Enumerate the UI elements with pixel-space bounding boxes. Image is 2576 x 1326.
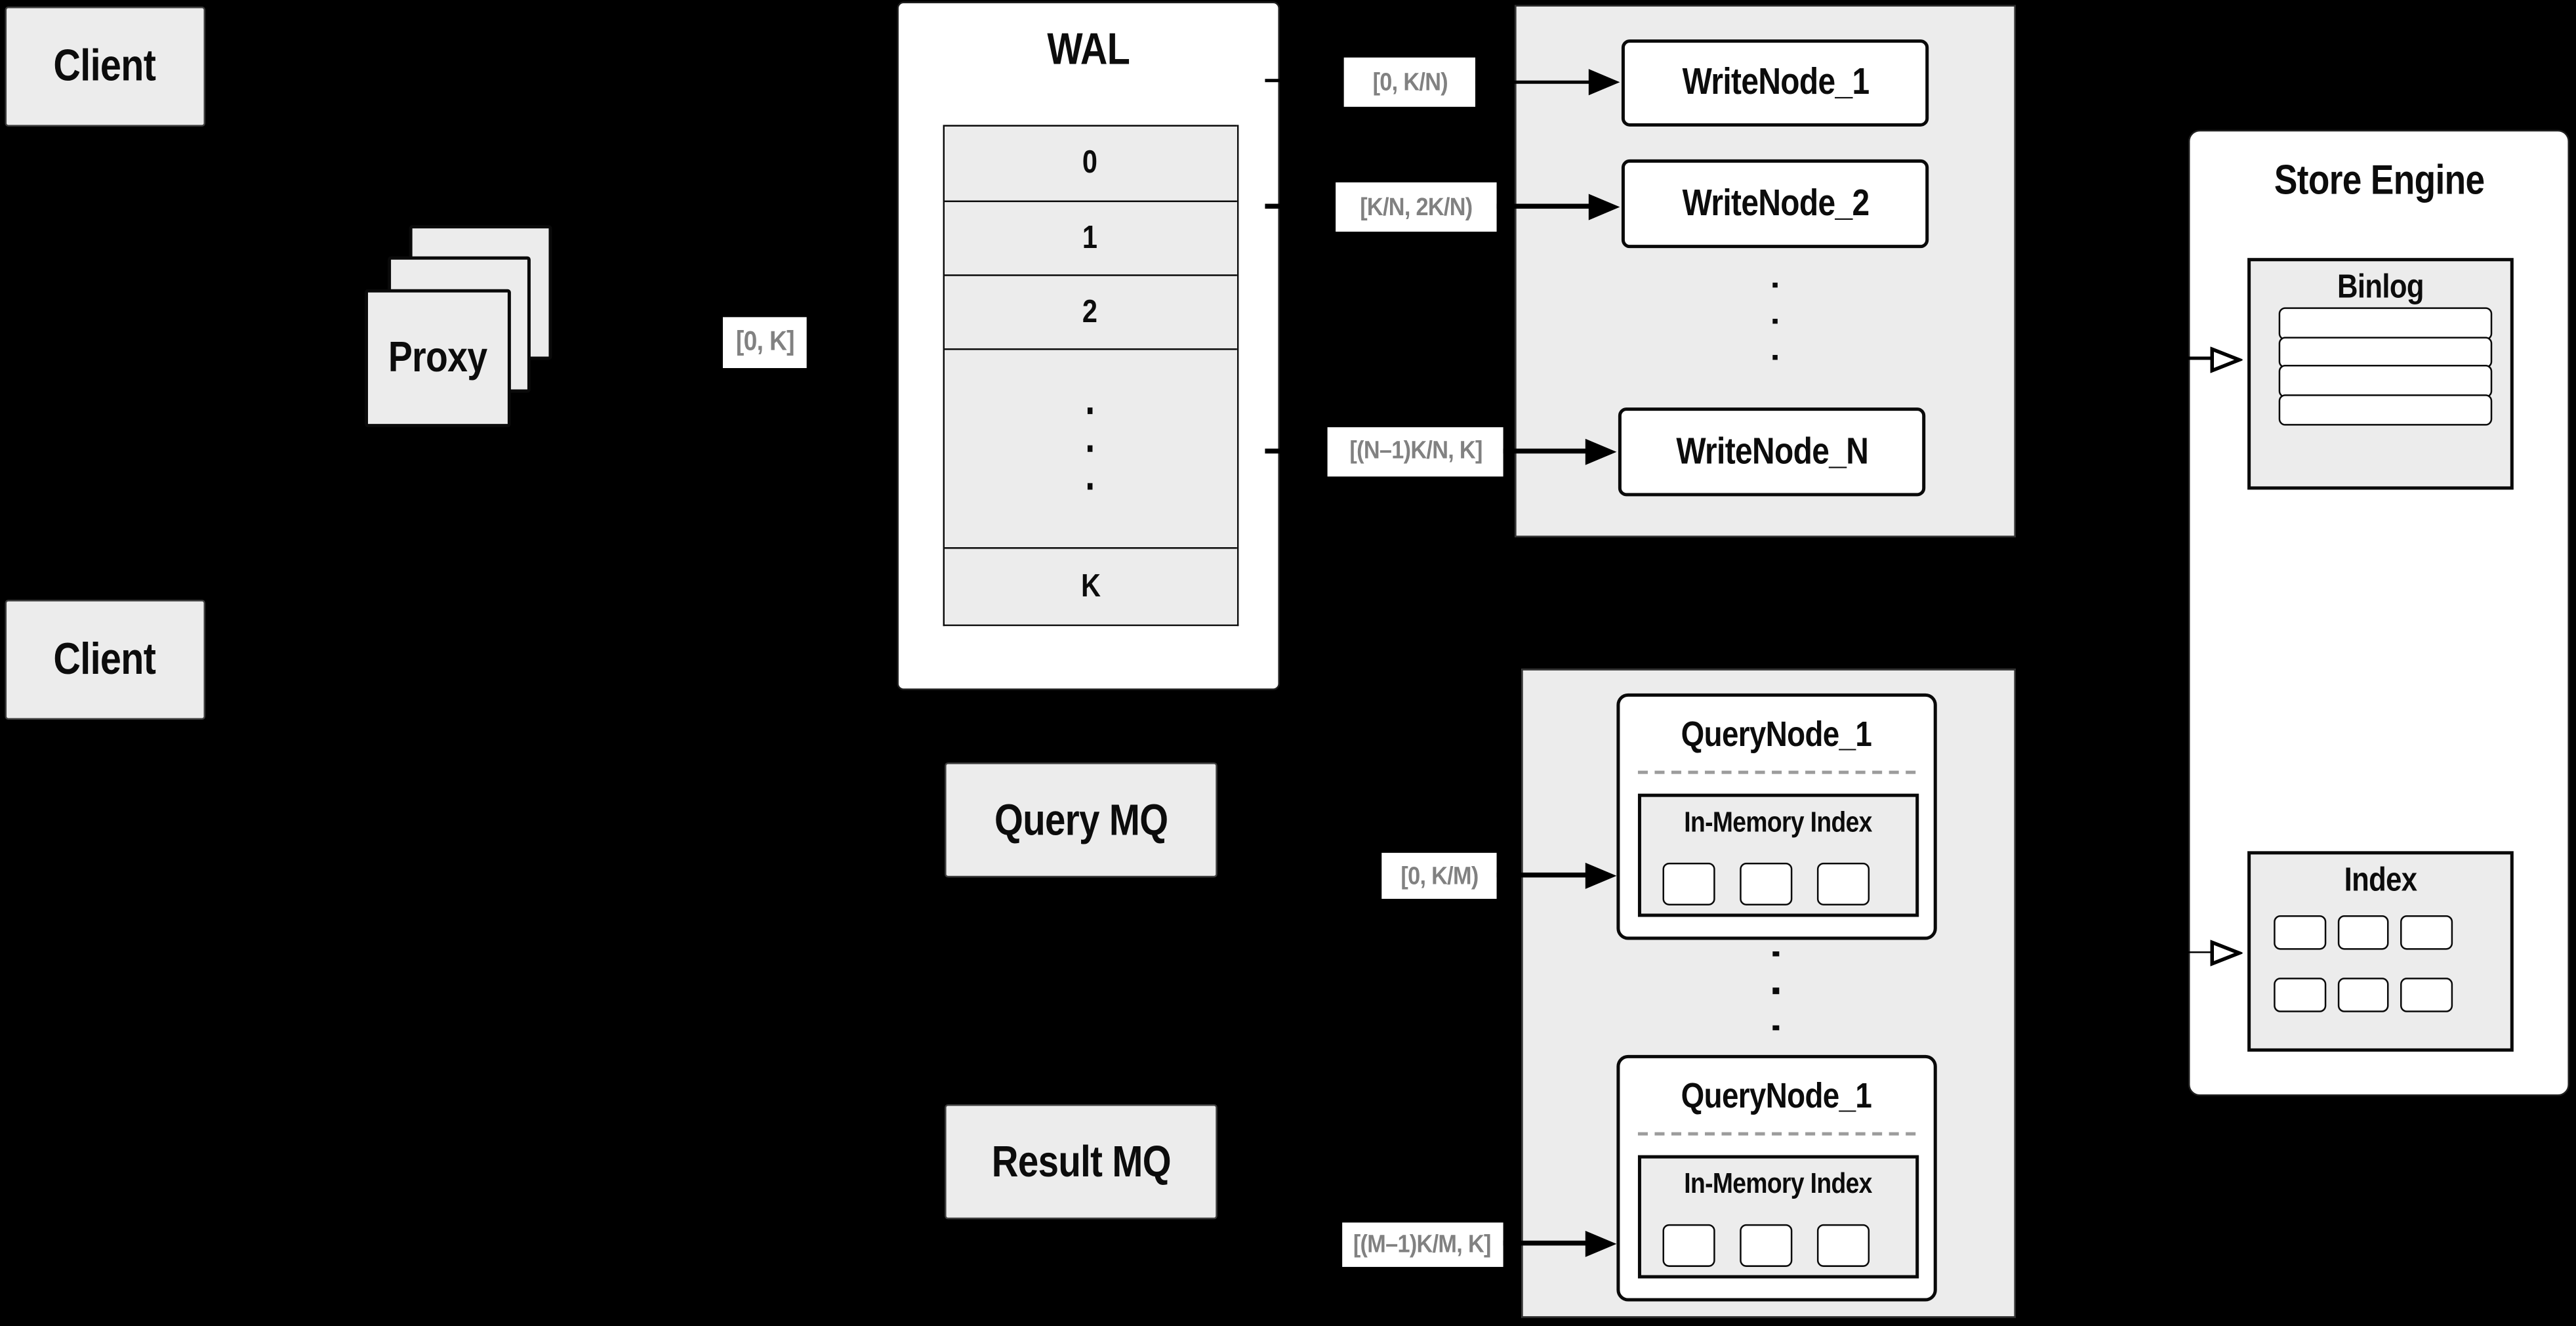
index-box: Index bbox=[2247, 851, 2514, 1052]
range-label-query-1-text: [0, K/M) bbox=[1400, 861, 1479, 890]
arrow-right-icon bbox=[1588, 69, 1620, 96]
query-node-2-label: QueryNode_1 bbox=[1681, 1076, 1872, 1116]
client-bottom-label: Client bbox=[54, 634, 157, 684]
binlog-title-wrap: Binlog bbox=[2251, 268, 2510, 307]
segment-cell bbox=[1662, 861, 1715, 905]
range-label-write-1-text: [0, K/N) bbox=[1372, 68, 1448, 96]
segment-cell bbox=[1740, 1223, 1793, 1266]
store-engine-title-wrap: Store Engine bbox=[2190, 157, 2567, 205]
index-cell bbox=[2337, 976, 2389, 1012]
proxy-node: Proxy bbox=[364, 288, 510, 426]
write-node-2-label: WriteNode_2 bbox=[1681, 182, 1870, 223]
range-label-write-2: [K/N, 2K/N) bbox=[1336, 182, 1497, 232]
query-node-2-title-wrap: QueryNode_1 bbox=[1620, 1076, 1933, 1117]
wal-out-line-1 bbox=[1265, 79, 1344, 83]
wal-segment-row: 1 bbox=[943, 200, 1237, 275]
range-label-write-n: [(N–1)K/N, K] bbox=[1327, 426, 1503, 476]
arrow-line bbox=[1503, 1241, 1587, 1245]
binlog-row bbox=[2278, 307, 2492, 340]
write-node-2: WriteNode_2 bbox=[1621, 159, 1929, 247]
index-cell bbox=[2400, 915, 2452, 950]
binlog-row bbox=[2278, 393, 2492, 426]
divider bbox=[1637, 770, 1916, 774]
wal-segment-row: K bbox=[943, 547, 1237, 625]
range-label-proxy-wal: [0, K] bbox=[722, 316, 807, 368]
binlog-row bbox=[2278, 364, 2492, 397]
index-cell bbox=[2274, 976, 2326, 1012]
arrow-open-right-icon bbox=[2210, 939, 2243, 966]
client-node-bottom: Client bbox=[5, 598, 206, 720]
range-label-query-2-text: [(M–1)K/M, K] bbox=[1353, 1230, 1492, 1259]
wal-segment-row: 0 bbox=[943, 125, 1237, 201]
range-label-write-n-text: [(N–1)K/N, K] bbox=[1349, 437, 1482, 465]
wal-segment-table: 0 1 2 K bbox=[942, 125, 1239, 627]
index-cell bbox=[2400, 976, 2452, 1012]
segment-cell bbox=[1816, 1223, 1870, 1266]
write-node-n: WriteNode_N bbox=[1618, 407, 1926, 496]
wal-title: WAL bbox=[1046, 24, 1130, 74]
segment-cell bbox=[1662, 1223, 1715, 1266]
range-label-query-1: [0, K/M) bbox=[1381, 852, 1497, 899]
in-memory-index-title-wrap: In-Memory Index bbox=[1641, 1166, 1915, 1201]
query-node-1-title-wrap: QueryNode_1 bbox=[1620, 715, 1933, 756]
in-memory-index-title: In-Memory Index bbox=[1684, 1165, 1873, 1199]
query-mq-label: Query MQ bbox=[994, 794, 1168, 844]
binlog-row bbox=[2278, 336, 2492, 368]
wal-segment-2: 2 bbox=[1083, 293, 1098, 330]
in-memory-index-title: In-Memory Index bbox=[1684, 804, 1873, 838]
store-engine-panel: Store Engine Binlog Index bbox=[2188, 129, 2569, 1096]
proxy-label: Proxy bbox=[388, 331, 487, 382]
arrow-line bbox=[1496, 873, 1587, 877]
arrow-right-icon bbox=[1585, 438, 1617, 465]
range-label-query-2: [(M–1)K/M, K] bbox=[1342, 1222, 1503, 1267]
arrow-right-icon bbox=[1585, 1230, 1617, 1256]
in-memory-index-box: In-Memory Index bbox=[1637, 793, 1919, 917]
range-label-proxy-wal-text: [0, K] bbox=[735, 326, 794, 356]
client-node-top: Client bbox=[5, 5, 206, 126]
query-node-2: QueryNode_1 In-Memory Index bbox=[1616, 1054, 1937, 1302]
arrow-line bbox=[2132, 356, 2212, 360]
arrow-line bbox=[1475, 81, 1591, 85]
wal-out-line-2 bbox=[1265, 204, 1344, 209]
divider bbox=[1637, 1132, 1916, 1136]
write-node-1: WriteNode_1 bbox=[1621, 38, 1929, 127]
segment-cell bbox=[1740, 861, 1793, 905]
arrow-line bbox=[1503, 449, 1587, 453]
range-label-write-1: [0, K/N) bbox=[1343, 57, 1476, 107]
binlog-title: Binlog bbox=[2337, 268, 2424, 306]
segment-cell bbox=[1816, 861, 1870, 905]
wal-segment-1: 1 bbox=[1083, 219, 1098, 256]
query-node-1-label: QueryNode_1 bbox=[1681, 715, 1872, 755]
arrow-line bbox=[1496, 204, 1591, 209]
result-mq-label: Result MQ bbox=[991, 1136, 1171, 1186]
index-title: Index bbox=[2344, 861, 2417, 899]
arrow-open-right-icon bbox=[2210, 346, 2243, 373]
wal-segment-row: 2 bbox=[943, 274, 1237, 348]
store-engine-title: Store Engine bbox=[2274, 157, 2484, 204]
wal-title-wrap: WAL bbox=[899, 25, 1277, 76]
client-top-label: Client bbox=[54, 40, 157, 90]
write-node-1-label: WriteNode_1 bbox=[1681, 61, 1870, 102]
write-node-n-label: WriteNode_N bbox=[1675, 430, 1868, 472]
binlog-box: Binlog bbox=[2247, 258, 2514, 490]
result-mq-node: Result MQ bbox=[945, 1104, 1217, 1220]
wal-out-line-3 bbox=[1265, 449, 1341, 453]
wal-ellipsis-row bbox=[943, 348, 1237, 547]
query-mq-node: Query MQ bbox=[945, 762, 1217, 878]
query-node-1: QueryNode_1 In-Memory Index bbox=[1616, 693, 1937, 940]
index-cell bbox=[2337, 915, 2389, 950]
index-title-wrap: Index bbox=[2251, 861, 2510, 900]
wal-segment-k: K bbox=[1080, 568, 1101, 604]
range-label-write-2-text: [K/N, 2K/N) bbox=[1360, 193, 1473, 221]
arrow-line bbox=[2132, 951, 2212, 954]
vertical-ellipsis-icon bbox=[1088, 407, 1094, 489]
in-memory-index-title-wrap: In-Memory Index bbox=[1641, 804, 1915, 839]
arrow-right-icon bbox=[1588, 193, 1620, 220]
index-cell bbox=[2274, 915, 2326, 950]
wal-segment-0: 0 bbox=[1083, 144, 1098, 181]
in-memory-index-box: In-Memory Index bbox=[1637, 1154, 1919, 1278]
arrow-right-icon bbox=[1585, 861, 1617, 888]
wal-panel: WAL 0 1 2 K bbox=[897, 1, 1279, 690]
